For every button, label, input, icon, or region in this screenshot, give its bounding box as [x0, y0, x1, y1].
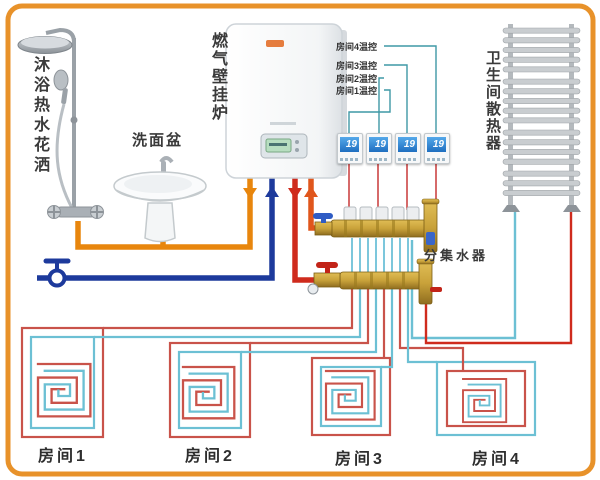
- wash-basin: [113, 156, 207, 243]
- thermostat-link-room4: 房间4温控: [336, 42, 378, 52]
- thermostat-room1[interactable]: 19: [337, 133, 363, 164]
- cold-water-valve-icon: [43, 258, 71, 288]
- thermostat-buttons[interactable]: [369, 158, 389, 161]
- shower-label: 沐浴热水花洒: [31, 56, 48, 176]
- floor-coil-room1: [20, 326, 105, 439]
- thermostat-link-room2: 房间2温控: [336, 74, 378, 84]
- thermostat-display: 19: [340, 137, 359, 152]
- boiler-display: [260, 133, 308, 159]
- shower-fixture: [17, 27, 104, 219]
- radiator-label: 卫生间散热器: [484, 50, 501, 152]
- thermostat-buttons[interactable]: [398, 158, 418, 161]
- thermostat-display: 19: [398, 137, 417, 152]
- floor-coil-room3: [310, 356, 392, 437]
- thermostat-display: 19: [369, 137, 388, 152]
- shower-mixer-icon: [47, 205, 104, 219]
- boiler-label: 燃气壁挂炉: [209, 32, 226, 122]
- boiler: [225, 23, 347, 179]
- hand-shower-icon: [53, 69, 74, 209]
- flow-arrows: [243, 186, 318, 199]
- pipe-heating-supply: [292, 176, 318, 283]
- manifold-link-pipes: [351, 238, 409, 272]
- boiler-logo: [266, 40, 284, 47]
- room1-label: 房间1: [38, 448, 88, 465]
- towel-radiator: [502, 24, 581, 212]
- loop-return-pipes: [94, 289, 437, 369]
- thermostat-room4[interactable]: 19: [424, 133, 450, 164]
- thermostat-room2[interactable]: 19: [366, 133, 392, 164]
- thermostat-link-room1: 房间1温控: [336, 86, 378, 96]
- pipe-cold-water: [37, 176, 275, 281]
- frame-border: [5, 3, 596, 477]
- floor-coil-room2: [168, 341, 252, 439]
- floor-coil-room4: [435, 360, 537, 437]
- manifold-upper: [313, 198, 440, 253]
- room4-label: 房间4: [472, 451, 522, 468]
- thermostat-display: 19: [427, 137, 446, 152]
- room3-label: 房间3: [335, 451, 385, 468]
- thermostat-buttons[interactable]: [427, 158, 447, 161]
- manifold-label: 分集水器: [424, 248, 489, 263]
- room2-label: 房间2: [185, 448, 235, 465]
- thermostat-link-room3: 房间3温控: [336, 61, 378, 71]
- thermostat-wires: [348, 45, 437, 133]
- loop-supply-pipes: [103, 289, 465, 371]
- basin-label: 洗面盆: [132, 132, 184, 149]
- thermostat-room3[interactable]: 19: [395, 133, 421, 164]
- thermostat-buttons[interactable]: [340, 158, 360, 161]
- manifold-lower: [307, 258, 442, 305]
